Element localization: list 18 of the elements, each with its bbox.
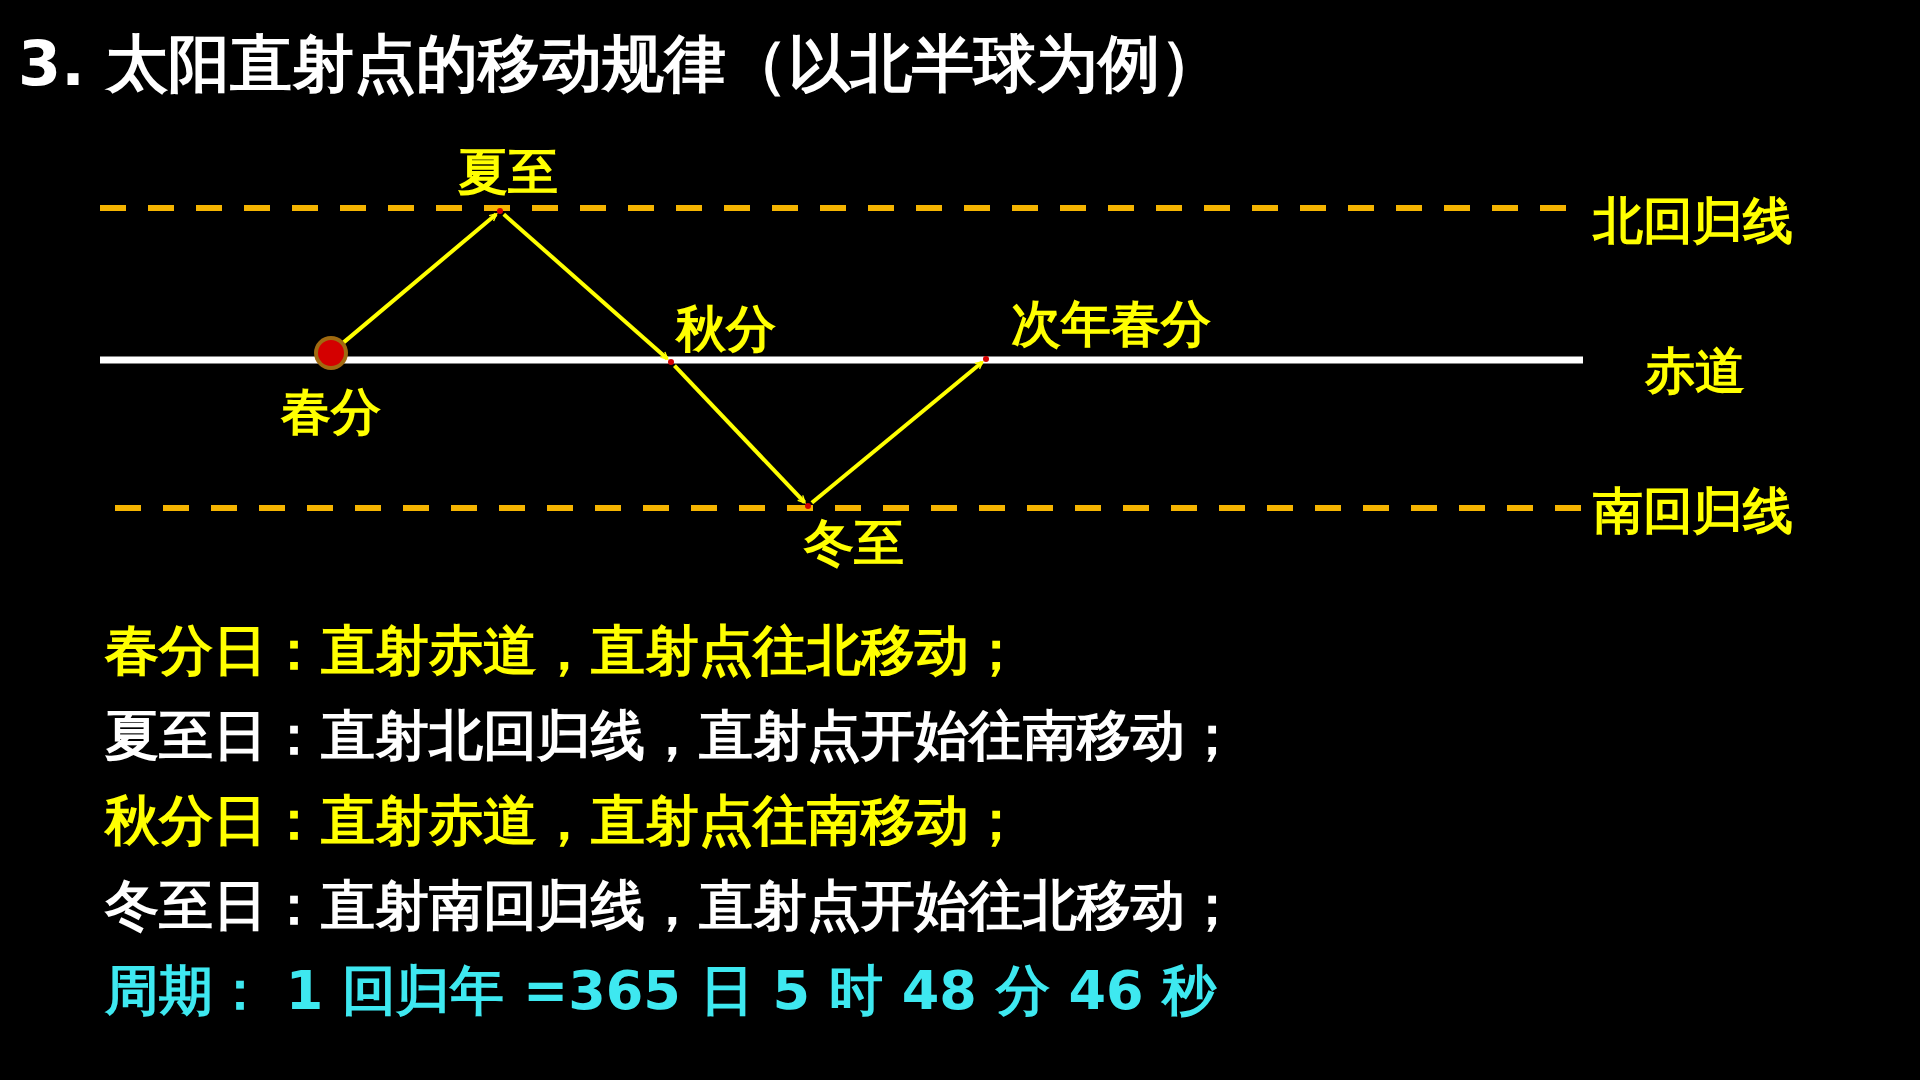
arrow bbox=[810, 360, 984, 505]
point-label: 春分 bbox=[281, 382, 381, 443]
point-label: 秋分 bbox=[676, 299, 776, 360]
arrow bbox=[341, 212, 498, 345]
line-label: 南回归线 bbox=[1593, 481, 1793, 542]
point-label: 次年春分 bbox=[1011, 294, 1211, 355]
arrow bbox=[502, 212, 669, 361]
statement-text: 春分日：直射赤道，直射点往北移动； bbox=[105, 618, 1023, 684]
statement-text: 夏至日：直射北回归线，直射点开始往南移动； bbox=[105, 703, 1239, 769]
statement-text: 冬至日：直射南回归线，直射点开始往北移动； bbox=[105, 873, 1239, 939]
period-note: 周期： 1 回归年 =365 日 5 时 48 分 46 秒 bbox=[105, 958, 1217, 1024]
title: 3. 太阳直射点的移动规律（以北半球为例） bbox=[18, 26, 1223, 102]
line-label: 北回归线 bbox=[1593, 191, 1793, 252]
arrow bbox=[673, 364, 806, 504]
point-label: 夏至 bbox=[458, 142, 558, 203]
line-label: 赤道 bbox=[1645, 341, 1745, 402]
point-label: 冬至 bbox=[804, 513, 904, 574]
statement-text: 秋分日：直射赤道，直射点往南移动； bbox=[105, 788, 1023, 854]
